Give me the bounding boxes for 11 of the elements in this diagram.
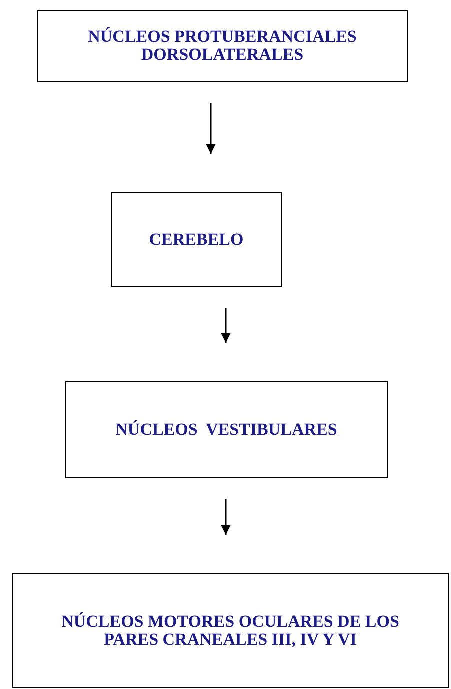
box-label: NÚCLEOS VESTIBULARES [116,420,338,438]
process-box [37,10,408,82]
process-box [65,381,388,478]
arrow [206,103,216,154]
process-box [111,192,282,287]
process-box [12,573,449,688]
box-label: NÚCLEOS MOTORES OCULARES DE LOS PARES CRANEALES III, IV Y VI [60,612,400,648]
arrow [221,499,231,535]
arrow [221,308,231,343]
box-label: CEREBELO [149,230,244,248]
box-label: NÚCLEOS PROTUBERANCIALES DORSOLATERALES [87,28,358,64]
